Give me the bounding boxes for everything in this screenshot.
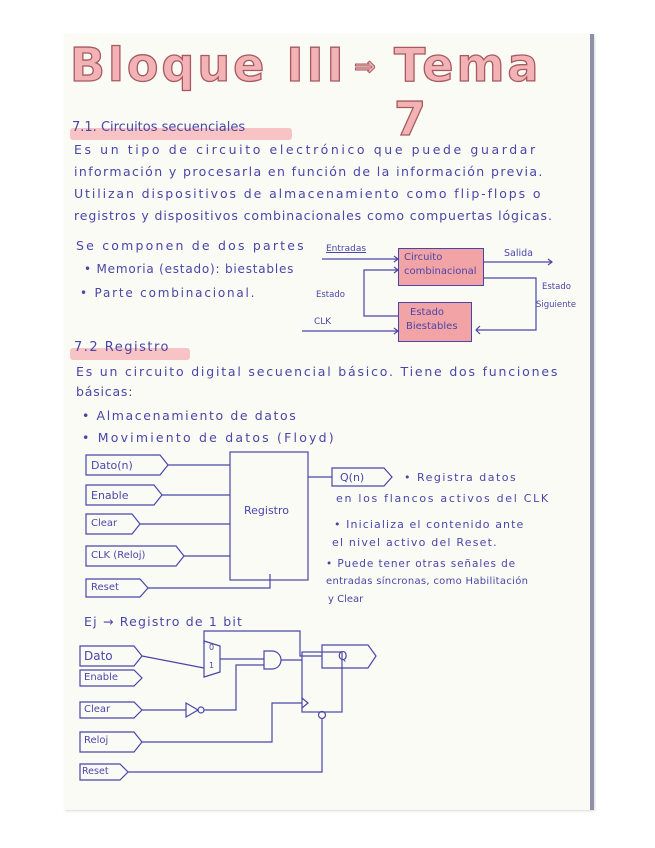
text-line: Utilizan dispositivos de almacenamiento … bbox=[74, 186, 543, 201]
title-bloque: Bloque III bbox=[69, 37, 347, 92]
input-clk-reloj: CLK (Reloj) bbox=[91, 550, 146, 561]
note: y Clear bbox=[328, 594, 364, 605]
box-label: Circuito bbox=[404, 252, 443, 263]
state-flipflops-box bbox=[398, 302, 472, 342]
label-estado: Estado bbox=[316, 290, 345, 300]
heading-highlight bbox=[70, 348, 190, 360]
bullet: • Memoria (estado): biestables bbox=[84, 262, 295, 276]
example-input-clear: Clear bbox=[84, 704, 111, 715]
example-output-q: Q bbox=[338, 649, 348, 663]
one-bit-register-schematic bbox=[79, 630, 377, 781]
label-clk: CLK bbox=[314, 317, 332, 327]
page-title: Bloque III ⇒ Tema 7 bbox=[64, 34, 590, 146]
text-line: Se componen de dos partes bbox=[76, 238, 306, 253]
example-input-reloj: Reloj bbox=[84, 735, 109, 746]
bullet: • Almacenamiento de datos bbox=[82, 408, 298, 423]
example-input-reset: Reset bbox=[82, 766, 109, 777]
label-entradas: Entradas bbox=[326, 244, 367, 254]
note: en los flancos activos del CLK bbox=[336, 492, 550, 505]
text-line: información y procesarla en función de l… bbox=[74, 164, 544, 179]
bullet: • Movimiento de datos (Floyd) bbox=[82, 430, 336, 445]
input-clear: Clear bbox=[91, 518, 118, 529]
note: entradas síncronas, como Habilitación bbox=[326, 576, 529, 587]
example-input-dato: Dato bbox=[84, 649, 113, 663]
title-arrow: ⇒ bbox=[354, 52, 379, 83]
input-reset: Reset bbox=[91, 582, 119, 593]
text-line: básicas: bbox=[76, 384, 134, 399]
text-line: Es un tipo de circuito electrónico que p… bbox=[74, 142, 538, 157]
section-heading-7-2: 7.2 Registro bbox=[74, 340, 170, 355]
text-line: registros y dispositivos combinacionales… bbox=[74, 208, 553, 223]
title-tema: Tema 7 bbox=[393, 37, 542, 146]
note: • Puede tener otras señales de bbox=[326, 558, 517, 570]
label-estado-siguiente: Estado bbox=[542, 282, 571, 292]
box-label: combinacional bbox=[404, 266, 477, 277]
box-label: Estado bbox=[410, 307, 445, 318]
example-label: Ej → Registro de 1 bit bbox=[84, 614, 244, 629]
input-enable: Enable bbox=[91, 489, 129, 502]
example-input-enable: Enable bbox=[84, 672, 119, 683]
text-line: Es un circuito digital secuencial básico… bbox=[76, 364, 560, 379]
label-estado-siguiente: Siguiente bbox=[536, 300, 577, 310]
bullet: • Parte combinacional. bbox=[80, 286, 257, 300]
heading-highlight bbox=[70, 128, 292, 140]
note: • Inicializa el contenido ante bbox=[334, 518, 525, 531]
register-block-diagram bbox=[85, 451, 393, 598]
note: el nivel activo del Reset. bbox=[332, 536, 498, 549]
register-block-label: Registro bbox=[244, 504, 290, 517]
input-dato-n: Dato(n) bbox=[91, 459, 133, 472]
notebook-page: Bloque III ⇒ Tema 7 7.1. Circuitos secue… bbox=[64, 34, 594, 810]
mux-label-1: 1 bbox=[209, 661, 215, 670]
mux-label-0: 0 bbox=[209, 643, 215, 652]
combinational-circuit-box bbox=[398, 248, 484, 286]
section-heading-7-1: 7.1. Circuitos secuenciales bbox=[72, 120, 246, 135]
output-q-n: Q(n) bbox=[340, 471, 365, 484]
label-salida: Salida bbox=[504, 248, 533, 259]
note: • Registra datos bbox=[404, 471, 518, 484]
sequential-circuit-diagram bbox=[302, 255, 553, 335]
box-label: Biestables bbox=[406, 321, 458, 332]
